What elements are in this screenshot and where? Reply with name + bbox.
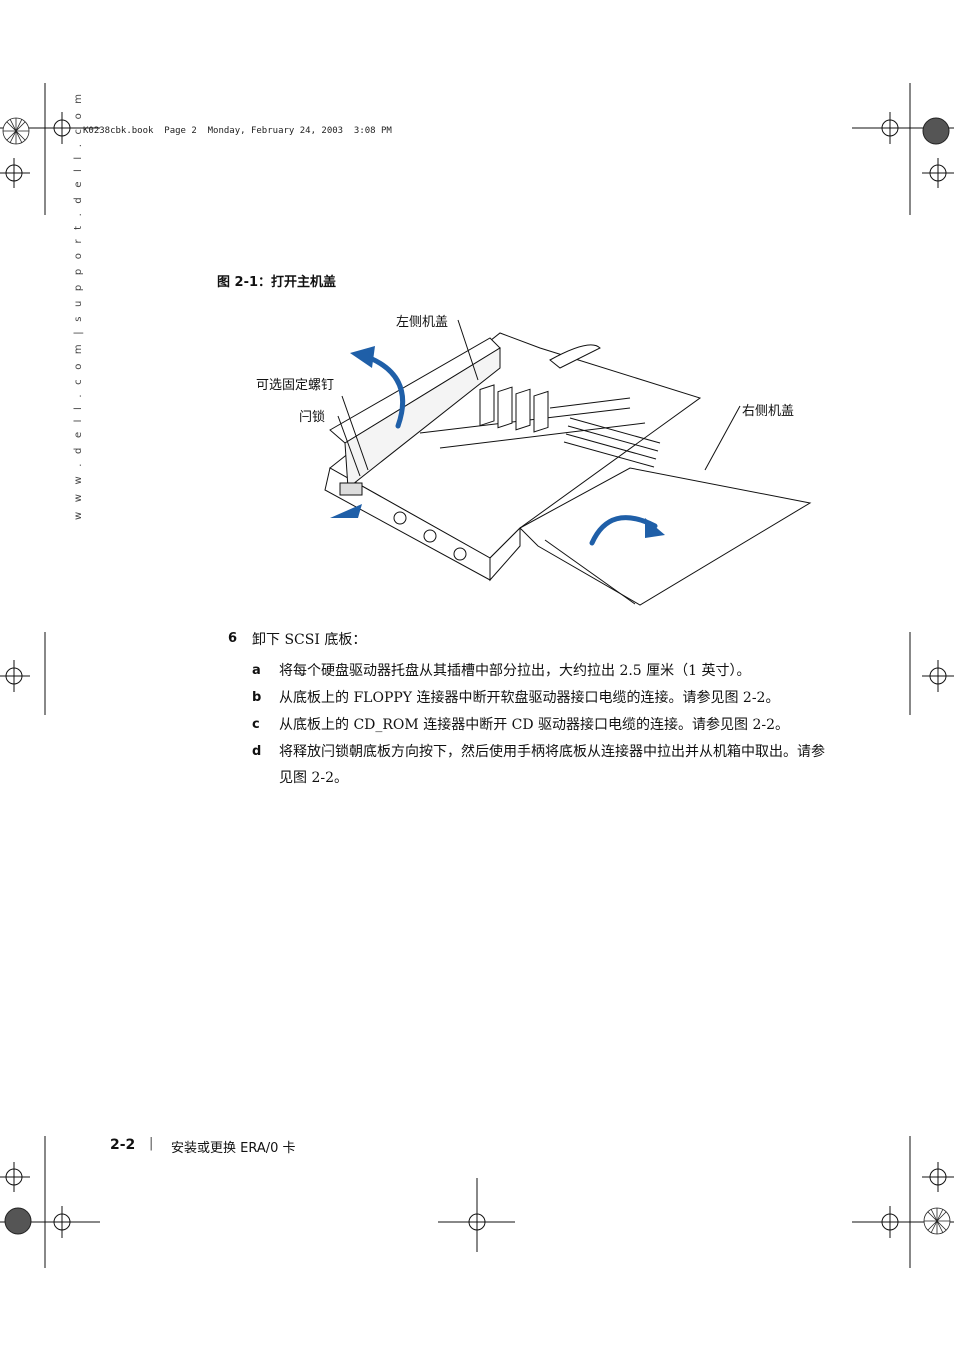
substep-letter: d xyxy=(252,744,262,759)
right-cover-label: 右侧机盖 xyxy=(742,404,795,419)
chassis-illustration xyxy=(324,319,812,606)
latch-label: 闩锁 xyxy=(299,410,326,425)
optional-screw-label: 可选固定螺钉 xyxy=(256,378,335,393)
substep-text: 将每个硬盘驱动器托盘从其插槽中部分拉出，大约拉出 2.5 厘米（1 英寸）。 xyxy=(279,663,751,679)
book-info-header: K0238cbk.book Page 2 Monday, February 24… xyxy=(83,126,392,136)
substep-letter: a xyxy=(252,663,261,678)
figure-caption: 图 2-1：打开主机盖 xyxy=(217,275,337,290)
substep-d: d 将释放闩锁朝底板方向按下，然后使用手柄将底板从连接器中拉出并从机箱中取出。请… xyxy=(252,739,832,791)
substep-letter: b xyxy=(252,690,262,705)
step-number: 6 xyxy=(228,631,238,646)
substep-text: 从底板上的 CD_ROM 连接器中断开 CD 驱动器接口电缆的连接。请参见图 2… xyxy=(279,717,790,733)
substep-b: b 从底板上的 FLOPPY 连接器中断开软盘驱动器接口电缆的连接。请参见图 2… xyxy=(252,685,832,711)
substep-text: 将释放闩锁朝底板方向按下，然后使用手柄将底板从连接器中拉出并从机箱中取出。请参见… xyxy=(279,744,825,786)
footer-separator: | xyxy=(149,1136,154,1151)
left-cover-label: 左侧机盖 xyxy=(396,315,449,330)
footer-title: 安装或更换 ERA/0 卡 xyxy=(171,1141,296,1156)
substep-letter: c xyxy=(252,717,260,732)
side-url: w w w . d e l l . c o m | s u p p o r t … xyxy=(73,90,84,520)
substep-c: c 从底板上的 CD_ROM 连接器中断开 CD 驱动器接口电缆的连接。请参见图… xyxy=(252,712,832,738)
step-text: 卸下 SCSI 底板： xyxy=(252,632,367,648)
page-number: 2-2 xyxy=(110,1137,136,1153)
substep-text: 从底板上的 FLOPPY 连接器中断开软盘驱动器接口电缆的连接。请参见图 2-2… xyxy=(279,690,780,706)
substep-a: a 将每个硬盘驱动器托盘从其插槽中部分拉出，大约拉出 2.5 厘米（1 英寸）。 xyxy=(252,658,832,684)
